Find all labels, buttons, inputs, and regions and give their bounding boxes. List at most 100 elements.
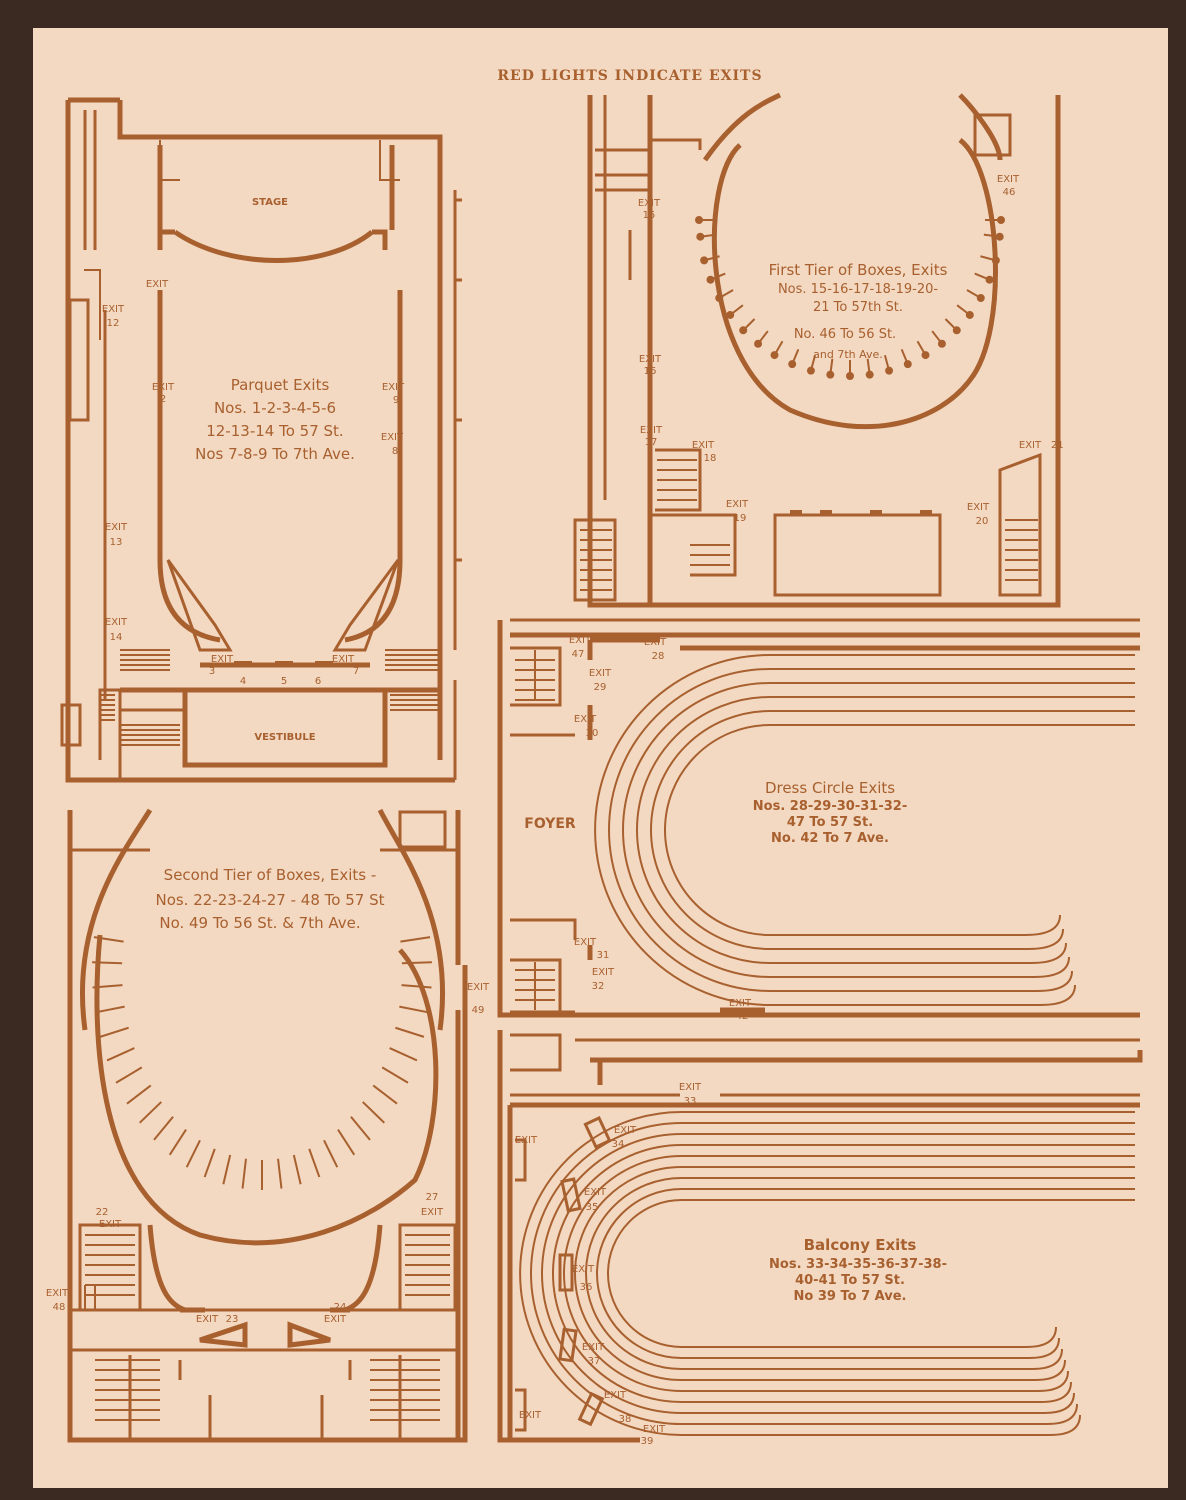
balcony-aisle-block	[577, 1391, 605, 1427]
first-tier-box-dot	[706, 275, 715, 284]
second-tier-line-1: Nos. 22-23-24-27 - 48 To 57 St	[156, 891, 385, 909]
exit-42-word: EXIT	[729, 998, 752, 1009]
first-tier-box-dot	[696, 232, 705, 241]
second-tier-box-divider	[95, 1005, 125, 1014]
exit-15-number: 15	[643, 210, 656, 221]
exit-18-word: EXIT	[692, 440, 715, 451]
exit-19-number: 19	[734, 513, 747, 524]
first-tier-box-divider	[743, 318, 756, 330]
dress-circle-line-1: Nos. 28-29-30-31-32-	[753, 799, 907, 814]
balcony-exit-bottom-word: EXIT	[519, 1410, 542, 1421]
first-tier-line-1: Nos. 15-16-17-18-19-20-	[778, 282, 938, 297]
first-tier-box-dot	[788, 360, 797, 369]
first-tier-box-divider	[702, 233, 717, 238]
exit-47-number: 47	[572, 649, 585, 660]
dress-circle-row	[636, 696, 1135, 964]
stage-label: STAGE	[252, 197, 288, 208]
exit-9-word: EXIT	[382, 382, 405, 393]
second-tier-box-divider	[185, 1139, 201, 1168]
first-tier-box-dividers	[695, 216, 1005, 380]
exit-23-number: 23	[226, 1314, 239, 1325]
first-tier-box-divider	[931, 330, 942, 343]
first-tier-line-3: No. 46 To 56 St.	[794, 327, 896, 342]
dress-circle-line-3: No. 42 To 7 Ave.	[771, 831, 889, 846]
exit-35-word: EXIT	[584, 1187, 607, 1198]
balcony-row	[541, 1133, 1135, 1414]
exit-35-number: 35	[586, 1202, 599, 1213]
exit-3-number: 3	[209, 666, 215, 677]
second-tier-box-divider	[381, 1066, 409, 1084]
first-tier-box-divider	[829, 358, 834, 373]
second-tier-box-divider	[115, 1066, 143, 1084]
exit-16-word: EXIT	[639, 354, 662, 365]
exit-46-word: EXIT	[997, 174, 1020, 185]
balcony-row	[519, 1111, 1135, 1436]
dress-circle-plan: FOYER Dress Circle Exits Nos. 28-29-30-3…	[497, 618, 1140, 1022]
second-tier-box-divider	[126, 1084, 152, 1105]
first-tier-box-dot	[965, 310, 974, 319]
first-tier-box-dot	[826, 370, 835, 379]
first-tier-box-dot	[865, 370, 874, 379]
exit-8-number: 8	[392, 446, 398, 457]
exit-31-word: EXIT	[574, 937, 597, 948]
exit-47-word: EXIT	[569, 635, 592, 646]
first-tier-box-dot	[695, 216, 703, 224]
exit-37-number: 37	[588, 1356, 601, 1367]
exit-6-number: 6	[315, 676, 321, 687]
first-tier-box-dot	[903, 360, 912, 369]
first-tier-box-dot	[921, 351, 930, 360]
balcony-row	[574, 1166, 1135, 1381]
exit-34-word: EXIT	[614, 1125, 637, 1136]
first-tier-box-dot	[700, 256, 709, 265]
balcony-aisle-blocks	[558, 1116, 612, 1427]
first-tier-box-divider	[974, 272, 989, 280]
exit-39-word: EXIT	[643, 1424, 666, 1435]
first-tier-box-divider	[883, 354, 890, 370]
first-tier-box-divider	[916, 340, 926, 354]
exit-7-number: 7	[353, 666, 359, 677]
exit-20-word: EXIT	[967, 502, 990, 513]
first-tier-title: First Tier of Boxes, Exits	[769, 261, 948, 279]
first-tier-box-divider	[792, 348, 800, 363]
dress-circle-line-2: 47 To 57 St.	[787, 815, 873, 830]
exit-13-word: EXIT	[105, 522, 128, 533]
dress-circle-row	[650, 710, 1135, 950]
first-tier-box-divider	[983, 233, 998, 238]
balcony-line-2: 40-41 To 57 St.	[795, 1273, 905, 1288]
first-tier-box-dot	[985, 275, 994, 284]
first-tier-box-divider	[866, 358, 871, 373]
balcony-row	[585, 1177, 1135, 1370]
first-tier-box-divider	[774, 340, 784, 354]
exit-1-word: EXIT	[146, 279, 169, 290]
exit-14-number: 14	[110, 632, 123, 643]
exit-12-word: EXIT	[102, 304, 125, 315]
first-tier-box-divider	[944, 318, 957, 330]
foyer-label: FOYER	[524, 816, 576, 832]
first-tier-box-dot	[754, 339, 763, 348]
second-tier-box-divider	[400, 936, 431, 943]
balcony-aisle-block	[583, 1116, 612, 1149]
first-tier-box-dot	[991, 256, 1000, 265]
exit-22-number: 22	[96, 1207, 109, 1218]
first-tier-box-dot	[885, 366, 894, 375]
exit-36-number: 36	[580, 1282, 593, 1293]
second-tier-box-divider	[222, 1154, 232, 1185]
balcony-row	[552, 1144, 1135, 1403]
exit-39-number: 39	[641, 1436, 654, 1447]
exit-49-number: 49	[472, 1005, 485, 1016]
exit-17-word: EXIT	[640, 425, 663, 436]
second-tier-box-divider	[241, 1158, 247, 1189]
balcony-row	[563, 1155, 1135, 1392]
exit-2-word: EXIT	[152, 382, 175, 393]
first-tier-box-dot	[770, 351, 779, 360]
second-tier-box-divider	[401, 984, 432, 989]
second-tier-title: Second Tier of Boxes, Exits -	[164, 866, 377, 884]
exit-9-number: 9	[393, 395, 399, 406]
first-tier-box-dot	[995, 232, 1004, 241]
first-tier-plan: First Tier of Boxes, Exits Nos. 15-16-17…	[573, 92, 1064, 608]
parquet-plan: STAGE VESTIBULE Parquet Exits Nos. 1-2-3…	[60, 97, 462, 783]
exit-30-number: 30	[586, 728, 599, 739]
balcony-title: Balcony Exits	[804, 1236, 917, 1254]
second-tier-box-divider	[362, 1101, 386, 1124]
balcony-plan: Balcony Exits Nos. 33-34-35-36-37-38- 40…	[497, 1030, 1143, 1447]
